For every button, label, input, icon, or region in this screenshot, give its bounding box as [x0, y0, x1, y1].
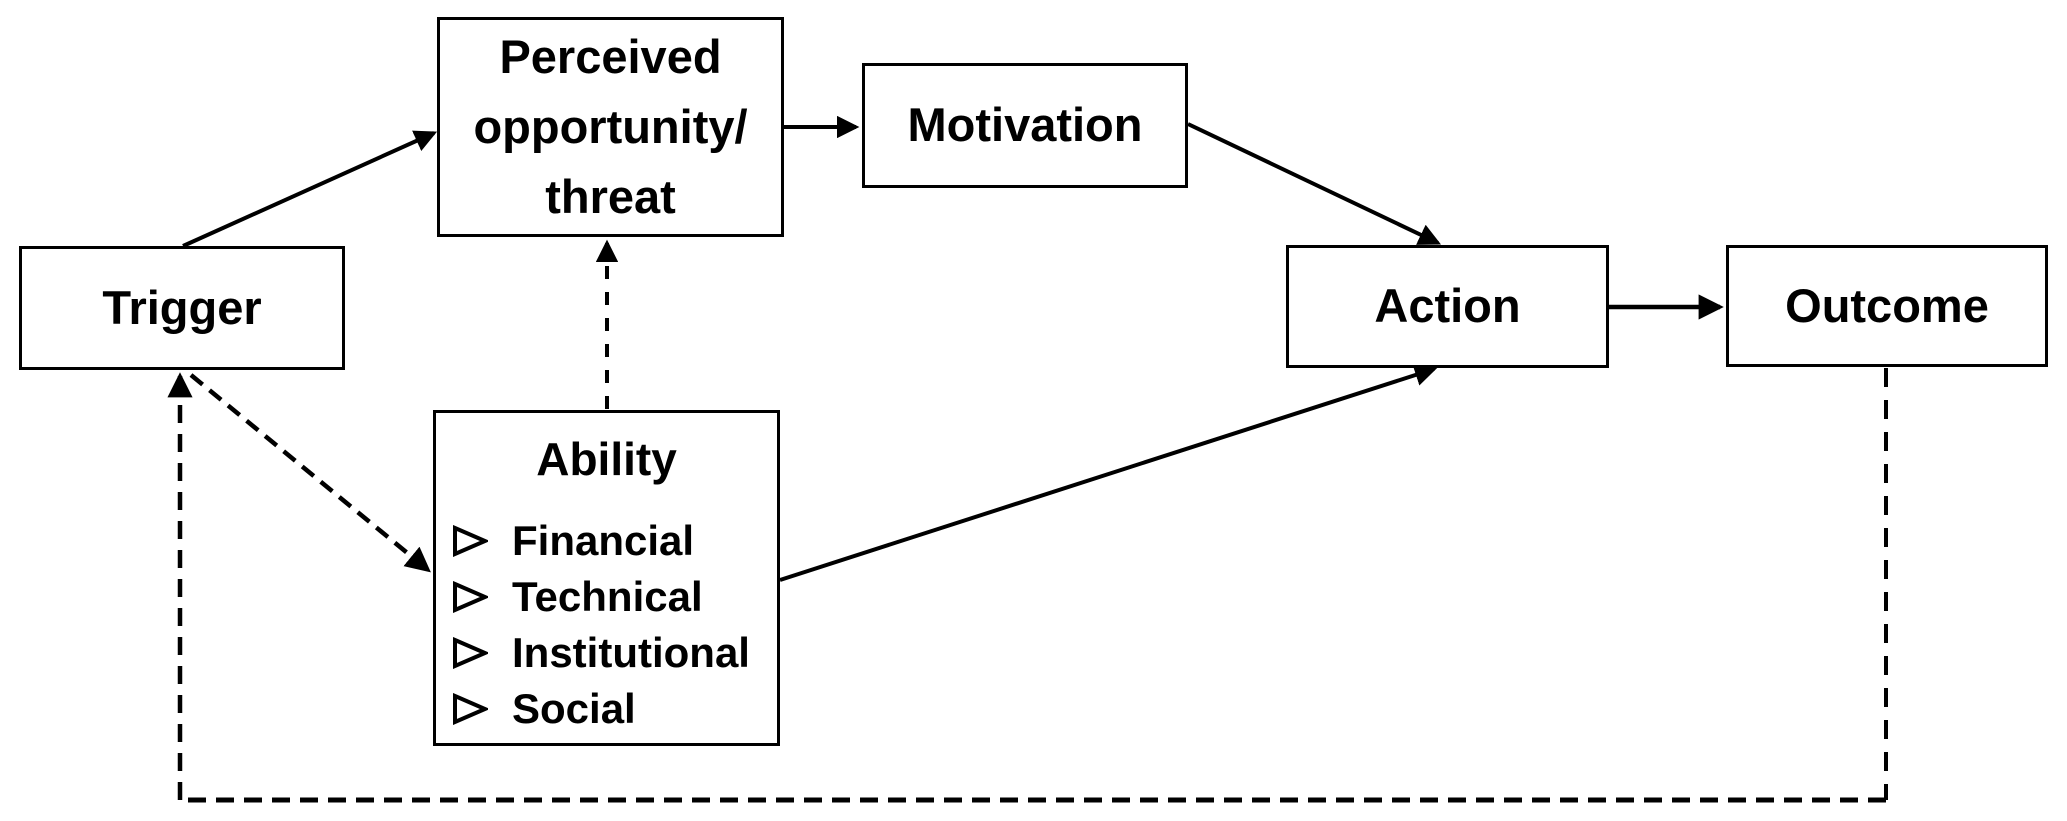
node-outcome-label: Outcome: [1785, 278, 1989, 332]
node-perceived-opportunity-threat: Perceived opportunity/ threat: [437, 17, 784, 237]
node-ability: Ability Financial Technical Institutiona…: [433, 410, 780, 746]
edge-trigger-to-ability-dashed: [189, 373, 431, 573]
ability-title: Ability: [536, 433, 677, 485]
ability-item-label: Social: [512, 684, 636, 732]
arrow-bullet-icon: [453, 693, 488, 725]
ability-item-list: Financial Technical Institutional Social: [436, 513, 777, 737]
node-trigger: Trigger: [19, 246, 345, 370]
node-trigger-label: Trigger: [102, 280, 262, 334]
node-motivation-label: Motivation: [907, 98, 1143, 152]
node-motivation: Motivation: [862, 63, 1188, 188]
edge-motivation-to-action: [1187, 122, 1442, 245]
ability-item: Financial: [452, 513, 777, 569]
node-outcome: Outcome: [1726, 245, 2048, 367]
arrow-bullet-icon: [453, 525, 488, 557]
node-action-label: Action: [1374, 279, 1521, 333]
edge-trigger-to-perceived: [182, 130, 438, 248]
ability-item: Social: [452, 681, 777, 737]
edge-ability-to-action: [779, 364, 1438, 582]
ability-item: Institutional: [452, 625, 777, 681]
arrow-bullet-icon: [453, 581, 488, 613]
node-perceived-label: Perceived opportunity/ threat: [473, 30, 748, 223]
ability-item: Technical: [452, 569, 777, 625]
ability-item-label: Financial: [512, 516, 695, 564]
arrow-bullet-icon: [453, 637, 488, 669]
ability-item-label: Technical: [512, 572, 703, 620]
ability-item-label: Institutional: [512, 628, 750, 676]
node-action: Action: [1286, 245, 1609, 368]
